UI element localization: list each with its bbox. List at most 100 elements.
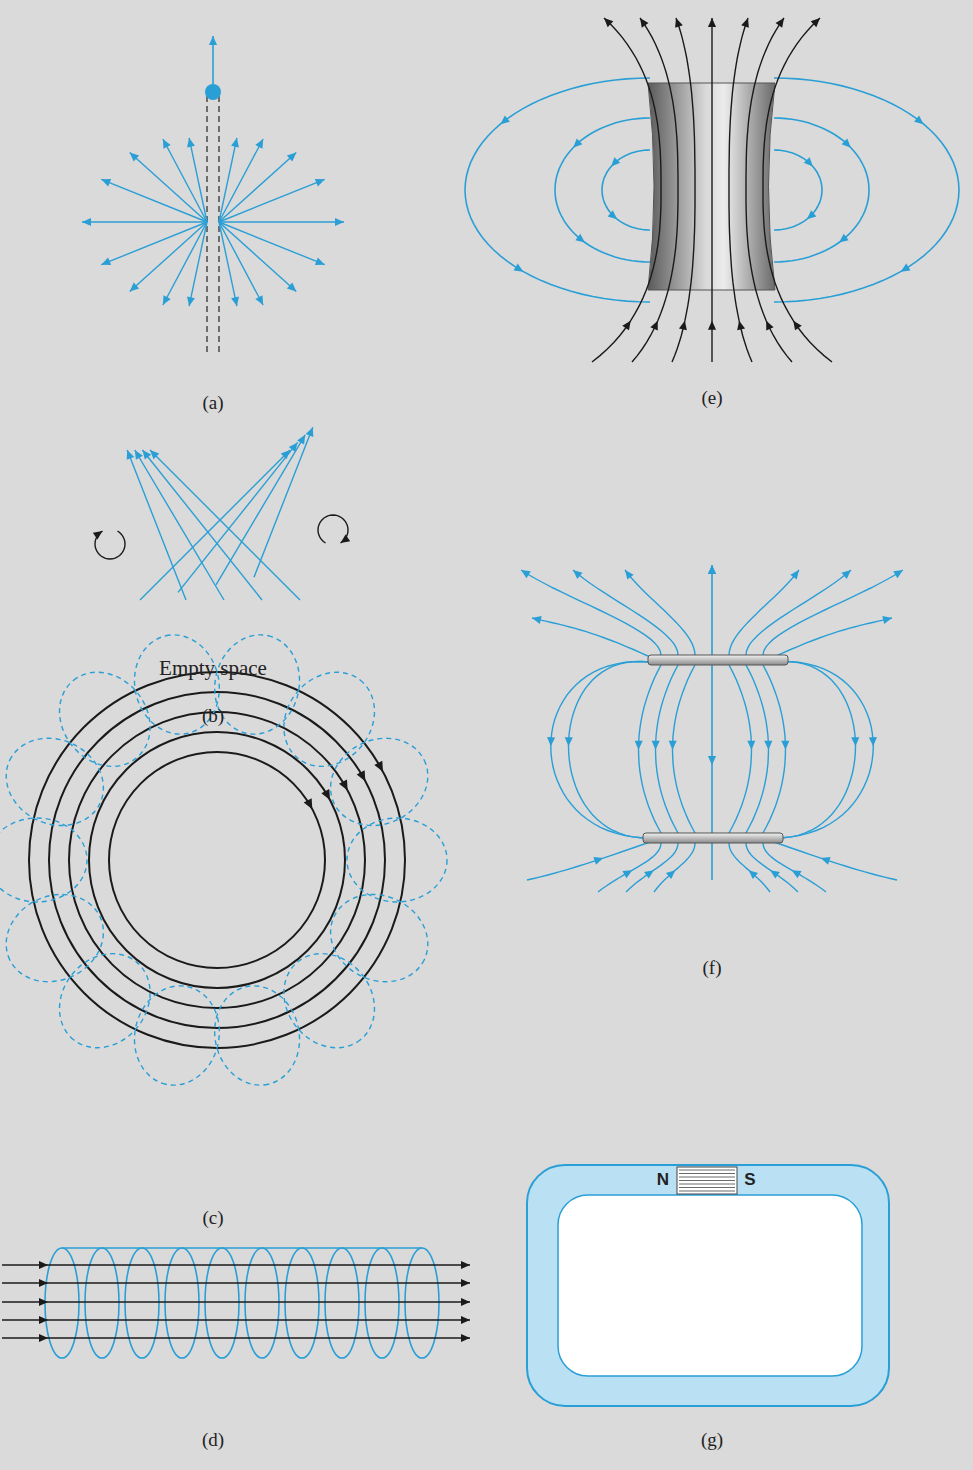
field-line bbox=[216, 435, 305, 585]
arrow-head bbox=[514, 264, 524, 272]
arrow-head bbox=[622, 321, 630, 331]
field-line bbox=[746, 18, 792, 362]
figure-label: (a) bbox=[202, 392, 223, 414]
field-line bbox=[101, 179, 207, 222]
arrow-head bbox=[679, 321, 687, 331]
arrow-head bbox=[575, 234, 585, 243]
figure-label: (g) bbox=[701, 1429, 723, 1451]
arrow-head bbox=[315, 258, 325, 266]
arrow-head bbox=[187, 296, 195, 306]
arrow-head bbox=[811, 18, 820, 27]
coil-turn bbox=[182, 1247, 222, 1249]
field-circle bbox=[109, 752, 325, 968]
field-line bbox=[729, 665, 752, 833]
arrow-head bbox=[306, 427, 314, 437]
field-line bbox=[48, 1301, 470, 1303]
arrow-head bbox=[287, 152, 296, 161]
magnet-hatch bbox=[679, 1191, 735, 1192]
dashed-loop bbox=[41, 654, 169, 785]
field-line bbox=[772, 662, 873, 839]
dashed-loop bbox=[316, 879, 443, 998]
arrow-head bbox=[708, 18, 716, 27]
dashed-loop bbox=[41, 935, 169, 1066]
field-line bbox=[569, 662, 649, 839]
dashed-loop bbox=[205, 977, 309, 1093]
magnet-hatch bbox=[679, 1170, 735, 1171]
arrow-head bbox=[807, 210, 817, 219]
field-line bbox=[219, 222, 296, 292]
field-line bbox=[598, 843, 661, 892]
field-line bbox=[101, 222, 207, 265]
arrow-head bbox=[287, 283, 296, 292]
field-line bbox=[774, 118, 869, 262]
field-line bbox=[219, 221, 344, 222]
field-line bbox=[135, 450, 224, 600]
field-line bbox=[774, 618, 892, 657]
field-line bbox=[521, 570, 661, 655]
arrow-head bbox=[315, 179, 325, 187]
coil-turn bbox=[262, 1247, 302, 1249]
arrow-head bbox=[901, 264, 911, 272]
arrow-head bbox=[339, 780, 348, 791]
arrow-head bbox=[461, 1279, 470, 1287]
figure-label: (b) bbox=[202, 705, 224, 727]
field-line bbox=[142, 450, 262, 600]
arrow-head bbox=[804, 157, 813, 166]
figure-label: (e) bbox=[701, 387, 722, 409]
arrow-head bbox=[675, 18, 683, 28]
arrow-head bbox=[652, 741, 660, 750]
dashed-loop bbox=[125, 626, 229, 742]
field-line bbox=[465, 78, 650, 302]
dashed-loop bbox=[0, 818, 87, 902]
arrow-head bbox=[231, 138, 239, 148]
arrow-head bbox=[842, 138, 851, 147]
arrow-head bbox=[635, 741, 643, 750]
field-line bbox=[82, 221, 207, 222]
field-line bbox=[48, 1282, 470, 1284]
arrow-head bbox=[304, 798, 313, 809]
field-line bbox=[551, 662, 652, 839]
arrow-head bbox=[565, 737, 573, 746]
field-line bbox=[140, 450, 290, 600]
dashed-loop bbox=[0, 722, 118, 841]
field-line bbox=[219, 179, 325, 222]
arrow-head bbox=[461, 1261, 470, 1269]
field-line bbox=[127, 450, 186, 600]
arrow-head bbox=[749, 870, 758, 879]
dashed-loop bbox=[347, 818, 447, 902]
arrow-head bbox=[297, 435, 305, 445]
plate bbox=[643, 833, 783, 843]
arrow-head bbox=[335, 218, 344, 226]
arrow-head bbox=[666, 870, 675, 879]
field-line bbox=[602, 150, 650, 230]
field-line bbox=[150, 450, 300, 600]
magnet-hatch bbox=[679, 1177, 735, 1178]
arrow-head bbox=[101, 258, 111, 266]
arrow-head bbox=[341, 535, 351, 543]
dashed-loop bbox=[265, 654, 393, 785]
arrow-head bbox=[640, 18, 648, 28]
arrow-head bbox=[163, 295, 171, 305]
arrow-head bbox=[776, 18, 784, 28]
field-line bbox=[763, 843, 826, 892]
arrow-head bbox=[521, 570, 531, 578]
field-line bbox=[219, 138, 237, 222]
field-line bbox=[48, 1319, 470, 1321]
arrow-head bbox=[764, 741, 772, 750]
field-line bbox=[130, 222, 207, 292]
arrow-head bbox=[793, 321, 801, 331]
arrow-head bbox=[187, 138, 195, 148]
arrow-head bbox=[163, 139, 171, 149]
field-line bbox=[48, 1337, 470, 1339]
coil-turn bbox=[102, 1247, 142, 1249]
figure-label: (d) bbox=[202, 1429, 224, 1451]
field-line bbox=[639, 665, 662, 833]
magnet-hatch bbox=[679, 1187, 735, 1188]
field-line bbox=[555, 118, 650, 262]
arrow-head bbox=[792, 870, 802, 878]
arrow-head bbox=[914, 115, 924, 124]
arrow-head bbox=[150, 450, 159, 459]
arrow-head bbox=[625, 570, 634, 580]
